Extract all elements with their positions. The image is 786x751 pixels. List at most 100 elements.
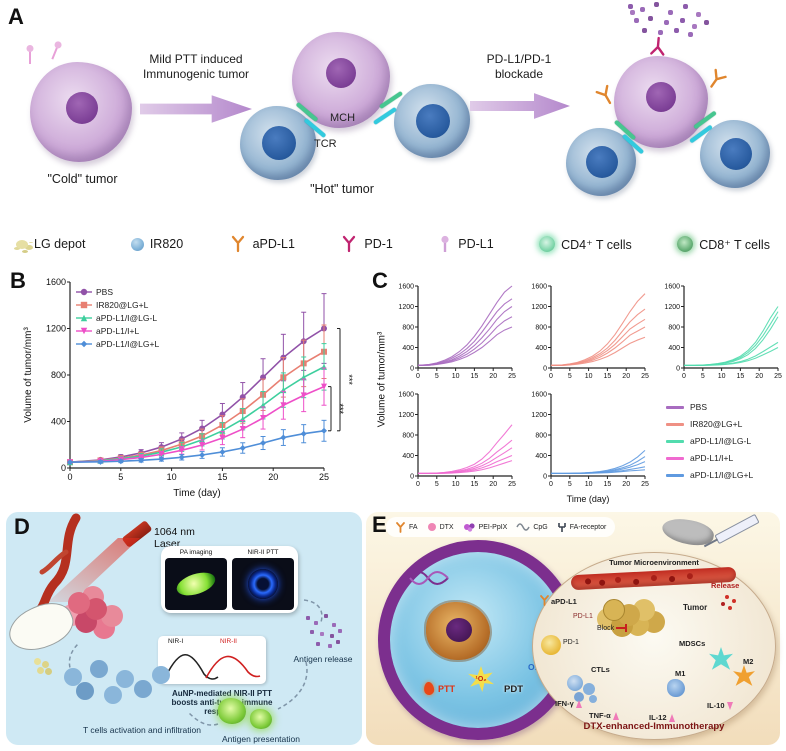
- tcr-label: TCR: [314, 138, 337, 150]
- svg-text:25: 25: [641, 373, 649, 380]
- legend-swatch: [666, 439, 684, 443]
- svg-text:10: 10: [452, 373, 460, 380]
- dendritic-cell: [541, 635, 561, 655]
- legend-label: PD-1: [364, 237, 393, 251]
- fa-receptor-icon: [557, 522, 566, 532]
- pa-imaging-label: PA imaging: [179, 549, 213, 556]
- legend-item: IR820: [130, 237, 183, 251]
- svg-text:1200: 1200: [398, 412, 414, 419]
- svg-text:25: 25: [508, 373, 516, 380]
- svg-text:0: 0: [543, 473, 547, 480]
- legend-label: IR820@LG+L: [690, 419, 743, 429]
- t-cells-label: T cells activation and infiltration: [83, 725, 201, 735]
- svg-text:10: 10: [167, 472, 177, 482]
- svg-text:1600: 1600: [531, 391, 547, 398]
- svg-text:400: 400: [668, 345, 680, 352]
- svg-text:20: 20: [622, 481, 630, 488]
- t-cell-nucleus: [416, 104, 450, 138]
- apdl1-antibody-icon: [595, 84, 612, 105]
- legend-label: CD4⁺ T cells: [561, 237, 632, 252]
- syringe-icon: [714, 513, 760, 545]
- legend-label: DTX: [439, 523, 454, 531]
- tumor-label: Tumor: [683, 603, 708, 612]
- svg-text:0: 0: [549, 373, 553, 380]
- legend-item: aPD-L1/I+L: [666, 453, 753, 463]
- cold-tumor-cell: [30, 62, 132, 162]
- svg-text:25: 25: [774, 373, 782, 380]
- ir820-icon: [130, 237, 144, 251]
- svg-text:1600: 1600: [531, 283, 547, 290]
- panel-c-legend: PBS IR820@LG+L aPD-L1/I@LG-L aPD-L1/I+L aPD-…: [666, 402, 753, 480]
- svg-text:5: 5: [435, 373, 439, 380]
- antigen-release-label: Antigen release: [293, 654, 353, 664]
- dtx-icon: [427, 523, 436, 531]
- panel-e-legend: FA DTX PEI-PpIX CpG FA-receptor: [386, 517, 616, 537]
- legend-item: PD-1: [340, 235, 393, 253]
- svg-text:800: 800: [402, 324, 414, 331]
- svg-text:5: 5: [568, 373, 572, 380]
- svg-text:10: 10: [452, 481, 460, 488]
- pa-signal-blob: [173, 568, 219, 600]
- svg-text:20: 20: [755, 373, 763, 380]
- tumor-microenvironment-zoom: Tumor Microenvironment Tumor Release aPD…: [532, 552, 776, 740]
- svg-text:1600: 1600: [398, 283, 414, 290]
- oxygen-label: O₂: [528, 662, 539, 672]
- svg-text:15: 15: [471, 373, 479, 380]
- legend-item: LG depot: [16, 237, 85, 251]
- svg-text:400: 400: [535, 453, 547, 460]
- svg-text:0: 0: [676, 365, 680, 372]
- up-arrow-icon: [575, 700, 582, 709]
- legend-label: aPD-L1/I+L: [690, 453, 734, 463]
- legend-item: aPD-L1/I@LG+L: [666, 470, 753, 480]
- lg-depot-dots: [34, 658, 41, 665]
- legend-label: aPD-L1/I@LG+L: [690, 470, 754, 480]
- t-cell-nucleus: [586, 146, 618, 178]
- up-arrow-icon: [668, 714, 675, 723]
- down-arrow-icon: [726, 702, 733, 711]
- svg-text:1200: 1200: [531, 412, 547, 419]
- pdt-label: PDT: [504, 684, 523, 695]
- svg-text:10: 10: [718, 373, 726, 380]
- legend-item: PD-L1: [438, 235, 494, 253]
- panel-d: D 1064 nm Laser PA imaging NIR-II PTT NI…: [2, 512, 362, 745]
- hot-tumor-nucleus: [326, 58, 356, 88]
- legend-item: FA-receptor: [557, 522, 606, 533]
- legend-item: aPD-L1/I@LG-L: [666, 436, 753, 446]
- svg-text:0: 0: [416, 373, 420, 380]
- legend-swatch: [666, 422, 684, 426]
- imaging-inset: PA imaging NIR-II PTT: [161, 546, 298, 613]
- svg-text:800: 800: [535, 432, 547, 439]
- cpg-icon: [516, 523, 531, 531]
- svg-text:Time (day): Time (day): [173, 488, 220, 499]
- legend-item: PBS: [666, 402, 753, 412]
- inhibition-icon: [616, 624, 628, 633]
- svg-text:0: 0: [543, 365, 547, 372]
- svg-text:1600: 1600: [46, 277, 66, 287]
- pa-image: [165, 558, 227, 610]
- legend-swatch: [666, 405, 684, 409]
- cytokine-il12: IL-12: [649, 713, 675, 723]
- pd1-label: PD-1: [563, 639, 579, 646]
- m2-macrophage: [733, 665, 755, 686]
- svg-text:5: 5: [701, 373, 705, 380]
- legend-label: FA: [409, 523, 418, 531]
- spectra-plot: NIR-I NIR-II: [158, 636, 266, 684]
- m2-label: M2: [743, 657, 754, 666]
- legend-label: aPD-L1: [252, 237, 295, 251]
- internalized-nanoparticle-cell: [426, 602, 490, 660]
- arrow1: [140, 95, 252, 123]
- legend-label: PBS: [690, 402, 708, 412]
- t-cell-nucleus: [262, 126, 296, 160]
- panel-c-label: C: [372, 268, 388, 293]
- m1-macrophage: [667, 679, 685, 697]
- panel-c-xlabel: Time (day): [566, 494, 610, 504]
- svg-text:***: ***: [344, 374, 354, 385]
- pdl1-receptor-icon: [26, 45, 34, 64]
- cold-tumor-label: "Cold" tumor: [47, 172, 118, 186]
- svg-text:1200: 1200: [398, 304, 414, 311]
- ctl-cells: [567, 675, 583, 691]
- svg-text:15: 15: [217, 472, 227, 482]
- legend-item: IR820@LG+L: [666, 419, 753, 429]
